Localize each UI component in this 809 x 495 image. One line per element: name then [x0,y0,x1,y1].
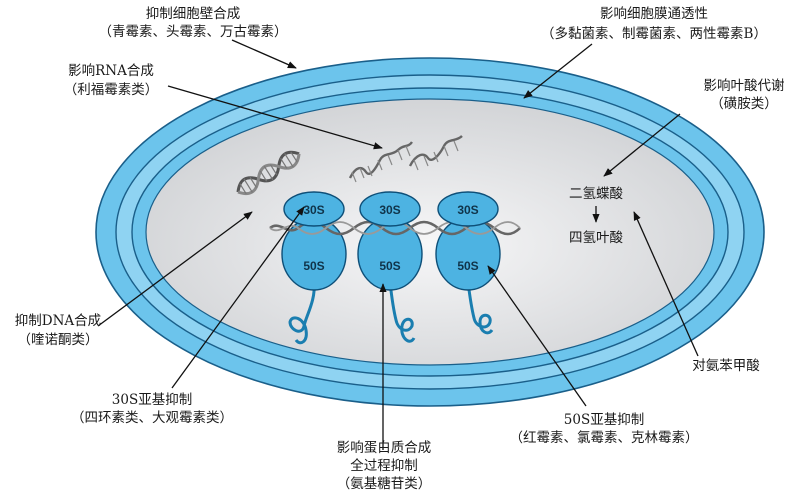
ribosome-large-subunit [281,217,347,291]
label-title: 影响蛋白质合成 [337,440,432,456]
label-title: 抑制细胞壁合成 [146,6,241,22]
polypeptide-tail [388,281,416,343]
dihydropteroate-label: 二氢蝶酸 [569,186,623,202]
arrow-folate [603,113,681,177]
ribosome-small-subunit [283,191,345,227]
dna-helix-icon [236,150,301,196]
label-title: 抑制DNA合成 [15,313,101,329]
label-title: 影响细胞膜通透性 [600,6,708,22]
rna-strand-icon [348,135,463,183]
label-protein: 影响蛋白质合成 全过程抑制 （氨基糖苷类） [337,440,432,492]
ribosome-50s-label: 50S [303,259,324,273]
label-cell-wall: 抑制细胞壁合成 （青霉素、头霉素、万古霉素） [99,6,288,40]
ribosome-30s-label: 30S [457,203,478,217]
label-examples: （青霉素、头霉素、万古霉素） [99,24,288,40]
arrow-30s [171,206,305,389]
ribosome-small-subunit [437,191,499,227]
ribosome-50s-label: 50S [457,259,478,273]
polypeptide-tail [466,281,494,335]
ribosome-30s-label: 30S [379,203,400,217]
label-50s: 50S亚基抑制 （红霉素、氯霉素、克林霉素） [510,411,699,446]
label-title: 对氨苯甲酸 [692,358,760,374]
arrow-50s [487,265,587,407]
label-examples: （红霉素、氯霉素、克林霉素） [510,430,699,446]
label-30s: 30S亚基抑制 （四环素类、大观霉素类） [71,391,233,426]
ribosome-small-subunit [359,191,421,227]
ribosome-30s-label: 30S [303,203,324,217]
label-subtitle: 全过程抑制 [350,457,418,474]
polypeptide-tail [288,281,316,345]
arrow-cell-wall [231,39,297,69]
label-title: 影响叶酸代谢 [704,78,785,94]
label-membrane: 影响细胞膜通透性 （多黏菌素、制霉菌素、两性霉素B） [541,6,767,42]
label-title: 30S亚基抑制 [112,391,192,408]
label-examples: （喹诺酮类） [18,332,99,348]
label-title: 影响RNA合成 [68,63,154,79]
label-examples: （四环素类、大观霉素类） [71,410,233,426]
arrow-membrane [523,43,593,99]
label-rna: 影响RNA合成 （利福霉素类） [64,63,159,98]
label-examples: （利福霉素类） [64,82,159,98]
label-paba: 对氨苯甲酸 [692,358,760,374]
label-examples: （氨基糖苷类） [337,475,432,492]
label-examples: （磺胺类） [710,96,778,112]
arrow-rna [167,85,383,150]
tetrahydrofolate-label: 四氢叶酸 [569,230,623,246]
label-examples: （多黏菌素、制霉菌素、两性霉素B） [541,25,767,42]
arrow-paba [633,211,699,357]
label-folate: 影响叶酸代谢 （磺胺类） [704,78,785,112]
ribosome-group: 30S 30S 30S 50S 50S 50S [269,191,521,345]
ribosome-50s-label: 50S [379,259,400,273]
arrow-dna [97,211,253,327]
label-title: 50S亚基抑制 [564,411,644,428]
label-dna: 抑制DNA合成 （喹诺酮类） [15,313,101,348]
